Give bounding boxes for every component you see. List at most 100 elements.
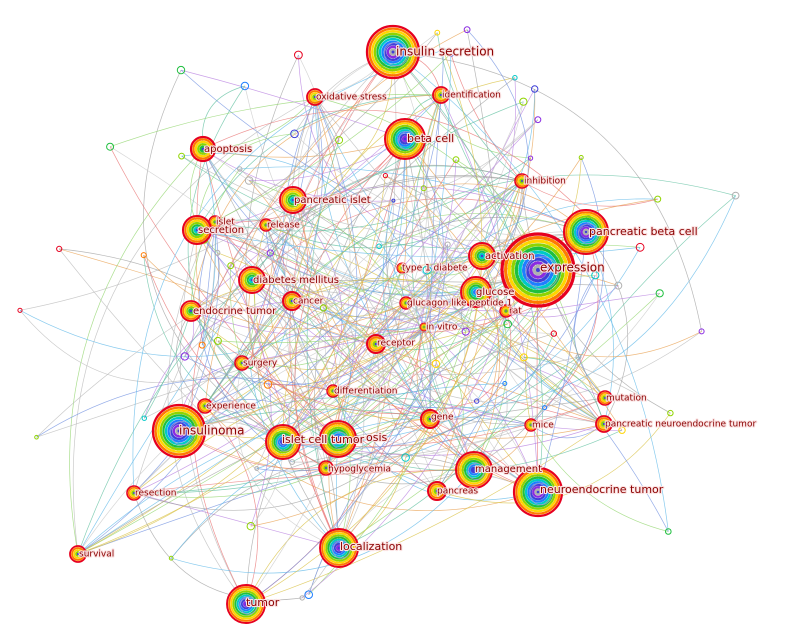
node-gene[interactable] [420, 409, 440, 429]
node-in-vitro[interactable] [419, 322, 429, 332]
edge-50 [196, 94, 442, 231]
node-ring [325, 426, 351, 452]
node-ring [199, 145, 207, 153]
node-rat[interactable] [499, 304, 513, 318]
node-activation[interactable] [468, 242, 496, 270]
node-type-1-diabete[interactable] [396, 262, 408, 274]
node-ring [323, 465, 329, 471]
edge-288 [291, 300, 702, 404]
node-mutation[interactable] [597, 390, 613, 406]
edge-75 [251, 164, 523, 281]
node-resection[interactable] [126, 485, 142, 501]
node-ring [285, 192, 301, 208]
node-ring [242, 270, 262, 290]
node-ring [202, 403, 208, 409]
node-ring [525, 419, 537, 431]
node-receptor[interactable] [366, 334, 386, 354]
node-oxidative-stress[interactable] [306, 88, 324, 106]
label-apoptosis: apoptosis [204, 144, 252, 155]
node-experience[interactable] [197, 398, 213, 414]
node-pancreatic-beta-cell[interactable] [563, 209, 609, 255]
node-release[interactable] [259, 218, 273, 232]
minor-node-57 [254, 466, 260, 471]
node-identification[interactable] [432, 86, 450, 104]
node-ring [502, 307, 510, 315]
edge-221 [269, 252, 425, 330]
node-ring [401, 135, 409, 143]
node-ring [131, 490, 137, 496]
node-beta-cell[interactable] [384, 118, 426, 160]
edge-201 [292, 397, 606, 463]
label-rat: rat [509, 307, 522, 317]
node-apoptosis[interactable] [189, 135, 217, 163]
edge-341 [190, 310, 623, 472]
minor-node-45 [447, 50, 455, 57]
edge-233 [314, 96, 579, 357]
edge-128 [204, 405, 539, 512]
node-ring [386, 45, 400, 59]
edge-226 [59, 248, 340, 549]
minor-node-14 [461, 327, 470, 336]
node-ring [277, 436, 289, 448]
edge-242 [204, 174, 736, 407]
minor-node-41 [542, 405, 548, 411]
minor-node-66 [503, 319, 513, 329]
edge-36 [77, 199, 294, 555]
node-islet-cell-tumor[interactable] [265, 424, 301, 460]
edge-260 [423, 88, 536, 328]
node-endocrine-tumor[interactable] [180, 300, 202, 322]
node-glucose[interactable] [460, 276, 492, 308]
node-inhibition[interactable] [514, 173, 530, 189]
node-differentiation[interactable] [326, 384, 340, 398]
node-pancreas[interactable] [427, 481, 447, 501]
node-pancreatic-neuroendocrine-tumor[interactable] [595, 415, 613, 433]
node-ring [381, 40, 405, 64]
node-glucagon-like-peptide-1[interactable] [399, 296, 413, 310]
node-insulinoma[interactable] [151, 403, 207, 459]
node-ring [520, 474, 556, 510]
node-ring [600, 393, 610, 403]
node-localization[interactable] [319, 528, 359, 568]
node-ring [422, 325, 426, 329]
node-ring [262, 221, 270, 229]
minor-node-37 [34, 434, 39, 440]
edge-207 [178, 383, 506, 472]
node-core [383, 41, 409, 67]
node-pancreatic-islet[interactable] [279, 186, 307, 214]
minor-node-17 [240, 81, 250, 91]
node-ring [470, 466, 478, 474]
node-insulin-secretion[interactable] [365, 24, 421, 80]
node-ring [395, 129, 415, 149]
node-mice[interactable] [524, 418, 538, 432]
node-secretion[interactable] [181, 214, 213, 246]
node-survival[interactable] [69, 545, 87, 563]
node-ring [515, 174, 529, 188]
node-surgery[interactable] [234, 355, 250, 371]
label-type-1-diabete: type 1 diabete [402, 264, 468, 274]
node-cancer[interactable] [282, 291, 302, 311]
minor-node-24 [168, 555, 174, 561]
node-ring [567, 213, 605, 251]
node-ring [529, 483, 547, 501]
node-nesidioblastosis[interactable] [319, 420, 357, 458]
node-core [397, 131, 417, 151]
edge-336 [401, 119, 539, 269]
node-hypoglycemia[interactable] [318, 460, 334, 476]
node-ring [602, 395, 608, 401]
edge-356 [143, 255, 284, 443]
node-ring [595, 415, 613, 433]
node-neuroendocrine-tumor[interactable] [512, 466, 564, 518]
node-ring [368, 336, 384, 352]
node-tumor[interactable] [226, 584, 266, 624]
node-expression[interactable] [500, 232, 576, 308]
node-diabetes-mellitus[interactable] [238, 266, 266, 294]
minor-node-50 [263, 380, 273, 389]
node-ring [154, 406, 204, 456]
edge-306 [241, 362, 477, 414]
node-ring [282, 291, 302, 311]
node-ring [468, 284, 484, 300]
node-management[interactable] [455, 451, 493, 489]
edge-74 [214, 219, 403, 269]
edge-394 [201, 175, 523, 346]
node-ring [236, 594, 256, 614]
